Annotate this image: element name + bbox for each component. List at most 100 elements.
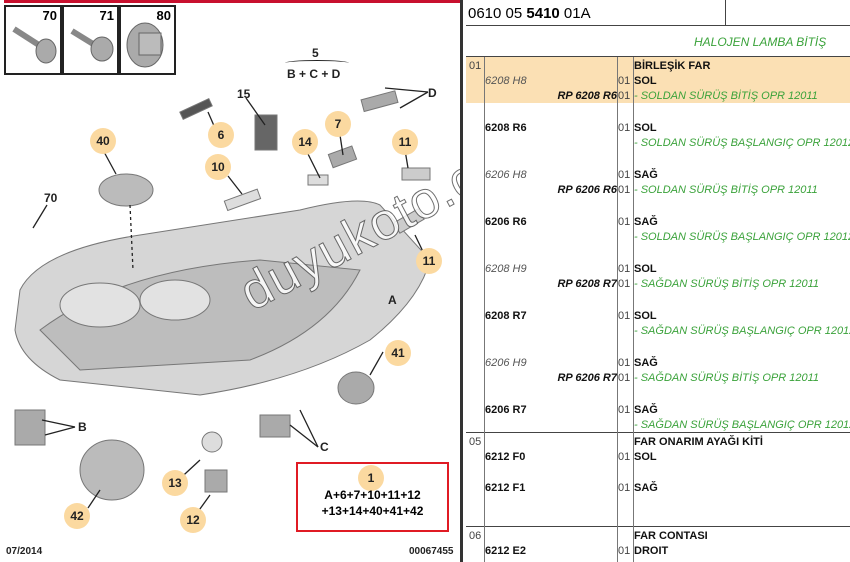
- replacement-qty: 01: [618, 278, 631, 290]
- part-ref[interactable]: 6212 E2: [485, 545, 526, 557]
- quantity: 01: [618, 357, 631, 369]
- part-description: SOL: [634, 122, 657, 134]
- part-box-70[interactable]: 70: [4, 5, 62, 75]
- quantity: 01: [618, 263, 631, 275]
- callout-11b[interactable]: 11: [416, 248, 442, 274]
- part-box-71[interactable]: 71: [62, 5, 119, 75]
- part-description: SOL: [634, 310, 657, 322]
- part-description: SOL: [634, 263, 657, 275]
- callout-14[interactable]: 14: [292, 129, 318, 155]
- replacement-qty: 01: [618, 372, 631, 384]
- divider: [466, 432, 850, 433]
- label-b: B: [78, 420, 87, 434]
- callout-1[interactable]: 1: [358, 465, 384, 491]
- kit-composition-box: A+6+7+10+11+12 +13+14+40+41+42: [296, 462, 449, 532]
- divider: [633, 57, 634, 562]
- group-5-number: 5: [312, 46, 319, 60]
- catalog-code: 0610 05 5410 01A: [468, 5, 591, 22]
- bolt-icon: [70, 28, 114, 62]
- diagram-date: 07/2014: [6, 546, 43, 557]
- part-description: SOL: [634, 75, 657, 87]
- group-5-formula: B + C + D: [287, 67, 341, 81]
- section-title: HALOJEN LAMBA BİTİŞ: [694, 35, 827, 49]
- label-a: A: [388, 293, 397, 307]
- replacement-ref: RP 6208 R7: [557, 278, 617, 290]
- replacement-qty: 01: [618, 90, 631, 102]
- option-note: - SAĞDAN SÜRÜŞ BİTİŞ OPR 12011: [634, 278, 820, 290]
- group-title: FAR ONARIM AYAĞI KİTİ: [634, 436, 763, 448]
- replacement-ref: RP 6208 R6: [557, 90, 617, 102]
- group-number: 01: [469, 60, 482, 72]
- option-note: - SOLDAN SÜRÜŞ BİTİŞ OPR 12011: [634, 184, 818, 196]
- option-note: - SAĞDAN SÜRÜŞ BAŞLANGIÇ OPR 12012: [634, 419, 850, 431]
- part-description: DROIT: [634, 545, 669, 557]
- grommet-icon: [126, 22, 164, 68]
- part-ref[interactable]: 6212 F0: [485, 451, 526, 463]
- callout-6[interactable]: 6: [208, 122, 234, 148]
- group-number: 06: [469, 530, 482, 542]
- replacement-ref: RP 6206 R7: [557, 372, 617, 384]
- part-description: SAĞ: [634, 357, 658, 369]
- part-description: SOL: [634, 451, 657, 463]
- kit-line-2: +13+14+40+41+42: [321, 504, 424, 518]
- red-top-bar: [4, 0, 460, 3]
- part-ref[interactable]: 6212 F1: [485, 482, 526, 494]
- diagram-ref: 00067455: [409, 546, 454, 557]
- quantity: 01: [618, 545, 631, 557]
- option-note: - SOLDAN SÜRÜŞ BAŞLANGIÇ OPR 12012: [634, 137, 850, 149]
- option-note: - SAĞDAN SÜRÜŞ BAŞLANGIÇ OPR 12012: [634, 325, 850, 337]
- divider: [484, 57, 485, 562]
- quantity: 01: [618, 451, 631, 463]
- quantity: 01: [618, 482, 631, 494]
- quantity: 01: [618, 216, 631, 228]
- brace: [285, 60, 349, 66]
- part-ref[interactable]: 6208 H8: [485, 75, 527, 87]
- callout-42[interactable]: 42: [64, 503, 90, 529]
- quantity: 01: [618, 310, 631, 322]
- callout-40[interactable]: 40: [90, 128, 116, 154]
- part-ref[interactable]: 6208 R6: [485, 122, 527, 134]
- group-title: FAR CONTASI: [634, 530, 708, 542]
- replacement-ref: RP 6206 R6: [557, 184, 617, 196]
- part-ref[interactable]: 6206 H9: [485, 357, 527, 369]
- callout-11[interactable]: 11: [392, 129, 418, 155]
- option-note: - SOLDAN SÜRÜŞ BİTİŞ OPR 12011: [634, 90, 818, 102]
- label-c: C: [320, 440, 329, 454]
- bolt-icon: [12, 26, 57, 64]
- part-description: SAĞ: [634, 169, 658, 181]
- group-title: BİRLEŞİK FAR: [634, 60, 711, 72]
- part-ref[interactable]: 6206 R6: [485, 216, 527, 228]
- label-70: 70: [44, 191, 58, 205]
- part-ref[interactable]: 6208 H9: [485, 263, 527, 275]
- label-d: D: [428, 86, 437, 100]
- part-ref[interactable]: 6206 H8: [485, 169, 527, 181]
- divider: [725, 0, 726, 26]
- quantity: 01: [618, 404, 631, 416]
- callout-7[interactable]: 7: [325, 111, 351, 137]
- callout-13[interactable]: 13: [162, 470, 188, 496]
- part-description: SAĞ: [634, 482, 658, 494]
- part-description: SAĞ: [634, 404, 658, 416]
- divider: [617, 57, 618, 562]
- part-ref[interactable]: 6208 R7: [485, 310, 527, 322]
- part-ref[interactable]: 6206 R7: [485, 404, 527, 416]
- group-number: 05: [469, 436, 482, 448]
- highlighted-row[interactable]: [466, 57, 850, 103]
- headlamp-drawing: [14, 87, 431, 521]
- divider: [466, 25, 850, 26]
- label-15: 15: [237, 87, 251, 101]
- option-note: - SOLDAN SÜRÜŞ BAŞLANGIÇ OPR 12012: [634, 231, 850, 243]
- divider: [466, 526, 850, 527]
- part-box-80[interactable]: 80: [119, 5, 176, 75]
- kit-line-1: A+6+7+10+11+12: [324, 488, 421, 502]
- parts-table: 0610 05 5410 01A HALOJEN LAMBA BİTİŞ 01 B…: [466, 0, 850, 562]
- divider: [466, 56, 850, 57]
- quantity: 01: [618, 169, 631, 181]
- quantity: 01: [618, 122, 631, 134]
- part-description: SAĞ: [634, 216, 658, 228]
- callout-10[interactable]: 10: [205, 154, 231, 180]
- option-note: - SAĞDAN SÜRÜŞ BİTİŞ OPR 12011: [634, 372, 820, 384]
- callout-41[interactable]: 41: [385, 340, 411, 366]
- parts-diagram: 70 71 80 5 B + C + D 40 6 10 14 7 11 11: [4, 0, 463, 562]
- callout-12[interactable]: 12: [180, 507, 206, 533]
